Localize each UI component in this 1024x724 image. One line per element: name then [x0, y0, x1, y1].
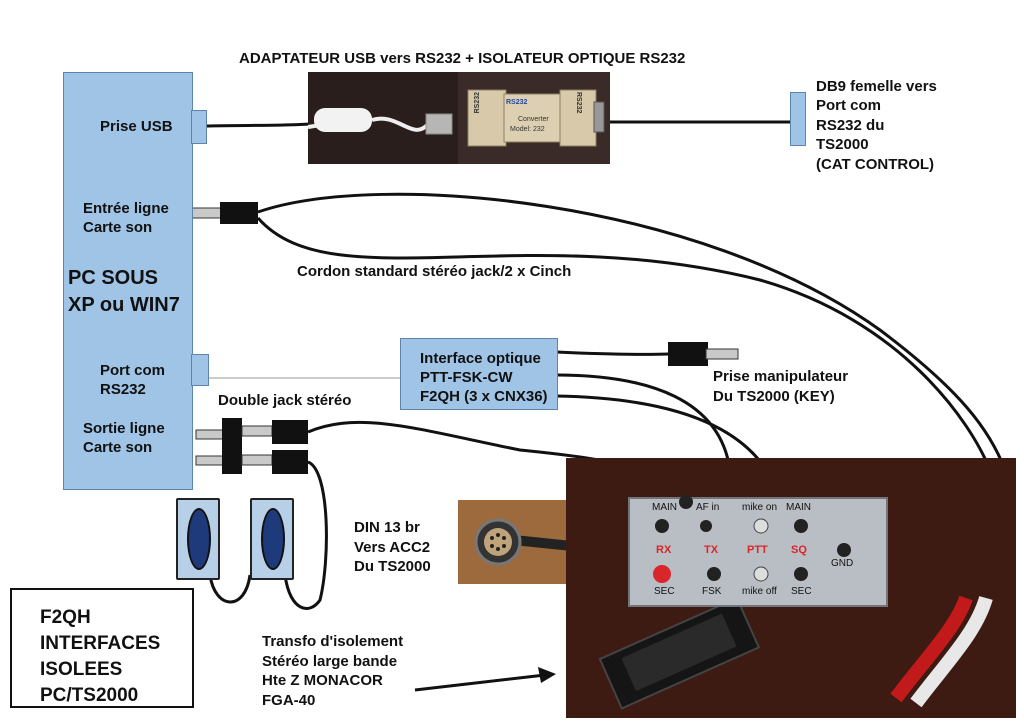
panel-mid-sq: SQ — [791, 544, 807, 556]
speaker-link-cable — [208, 574, 252, 604]
pc-label-port-2: RS232 — [100, 381, 146, 398]
din-drawing — [458, 500, 572, 584]
sortie-cable-2 — [283, 460, 328, 610]
panel-bot-mikeoff: mike off — [742, 586, 777, 597]
din-label-3: Du TS2000 — [354, 558, 431, 575]
pc-label-entree-2: Carte son — [83, 219, 153, 236]
converter-rs232-right: RS232 — [575, 92, 582, 114]
cordon-label: Cordon standard stéréo jack/2 x Cinch — [297, 263, 572, 280]
panel-bot-fsk: FSK — [702, 586, 722, 597]
panel-mid-tx: TX — [704, 544, 719, 556]
panel-mid-ptt: PTT — [747, 544, 768, 556]
line-in-cable-upper — [257, 192, 1007, 471]
iface-line-1: Interface optique — [420, 350, 541, 367]
db9-label-4: TS2000 — [816, 136, 869, 153]
f2qh-line-2: INTERFACES — [40, 633, 161, 654]
interface-hardware-photo: MAIN AF in mike on MAIN RX TX PTT SQ GND… — [566, 458, 1016, 718]
converter-rs232-left: RS232 — [474, 92, 481, 114]
com-port — [191, 354, 209, 386]
converter-drawing — [308, 72, 610, 164]
din-label-1: DIN 13 br — [354, 519, 420, 536]
speaker-left-cone — [187, 508, 211, 570]
db9-label-1: DB9 femelle vers — [816, 78, 937, 95]
transfo-label-1: Transfo d'isolement — [262, 633, 404, 650]
usb-cable — [204, 122, 311, 128]
db9-label-3: RS232 du — [816, 117, 885, 134]
f2qh-title-box: F2QH INTERFACES ISOLEES PC/TS2000 — [10, 588, 194, 708]
transfo-label-3: Hte Z MONACOR — [262, 672, 383, 689]
optical-interface-box: Interface optique PTT-FSK-CW F2QH (3 x C… — [400, 338, 558, 410]
din-connector-photo — [458, 500, 572, 584]
usb-port — [191, 110, 207, 144]
speaker-right — [250, 498, 294, 580]
pc-label-prise-usb: Prise USB — [100, 118, 173, 135]
converter-text: Converter — [518, 116, 549, 123]
pc-title-2: XP ou WIN7 — [68, 294, 180, 316]
pc-box — [63, 72, 193, 490]
usb-rs232-converter-photo: RS232 Converter Model: 232 RS232 RS232 — [308, 72, 610, 164]
manip-label-1: Prise manipulateur — [713, 368, 849, 385]
f2qh-line-1: F2QH — [40, 607, 91, 628]
transfo-label-4: FGA-40 — [262, 692, 316, 709]
iface-panel-cable-1 — [555, 373, 734, 521]
converter-rs232-mid: RS232 — [506, 99, 528, 106]
f2qh-line-3: ISOLEES — [40, 659, 123, 680]
db9-connector — [790, 92, 806, 146]
manip-jack — [668, 342, 739, 366]
diagram-title: ADAPTATEUR USB vers RS232 + ISOLATEUR OP… — [239, 50, 686, 67]
pc-label-sortie-2: Carte son — [83, 439, 153, 456]
db9-label-5: (CAT CONTROL) — [816, 156, 935, 173]
line-in-cable-lower — [256, 217, 992, 471]
panel-bot-sec-right: SEC — [791, 586, 812, 597]
panel-bot-sec-left: SEC — [654, 586, 675, 597]
manip-cable — [555, 350, 671, 356]
din-label-2: Vers ACC2 — [354, 539, 431, 556]
panel-top-main-right: MAIN — [786, 502, 811, 513]
iface-line-2: PTT-FSK-CW — [420, 369, 513, 386]
hardware-drawing — [566, 458, 1016, 718]
speaker-left — [176, 498, 220, 580]
manip-label-2: Du TS2000 (KEY) — [713, 388, 835, 405]
line-in-jack — [189, 202, 258, 224]
panel-gnd: GND — [831, 558, 854, 569]
iface-line-3: F2QH (3 x CNX36) — [420, 388, 548, 405]
panel-top-mikeon: mike on — [742, 502, 778, 513]
transfo-arrow-head — [538, 667, 556, 683]
speaker-right-cone — [261, 508, 285, 570]
converter-model: Model: 232 — [510, 126, 545, 133]
double-jack-plug — [195, 418, 308, 474]
double-jack-label: Double jack stéréo — [218, 392, 352, 409]
db9-label-2: Port com — [816, 97, 882, 114]
panel-mid-rx: RX — [656, 544, 672, 556]
panel-top-afin: AF in — [696, 502, 720, 513]
pc-label-entree-1: Entrée ligne — [83, 200, 169, 217]
panel-top-main-left: MAIN — [652, 502, 677, 513]
pc-label-port-1: Port com — [100, 362, 166, 379]
transfo-arrow-shaft — [414, 673, 546, 692]
pc-title-1: PC SOUS — [68, 267, 159, 289]
f2qh-line-4: PC/TS2000 — [40, 685, 139, 706]
pc-label-sortie-1: Sortie ligne — [83, 420, 165, 437]
transfo-label-2: Stéréo large bande — [262, 653, 398, 670]
